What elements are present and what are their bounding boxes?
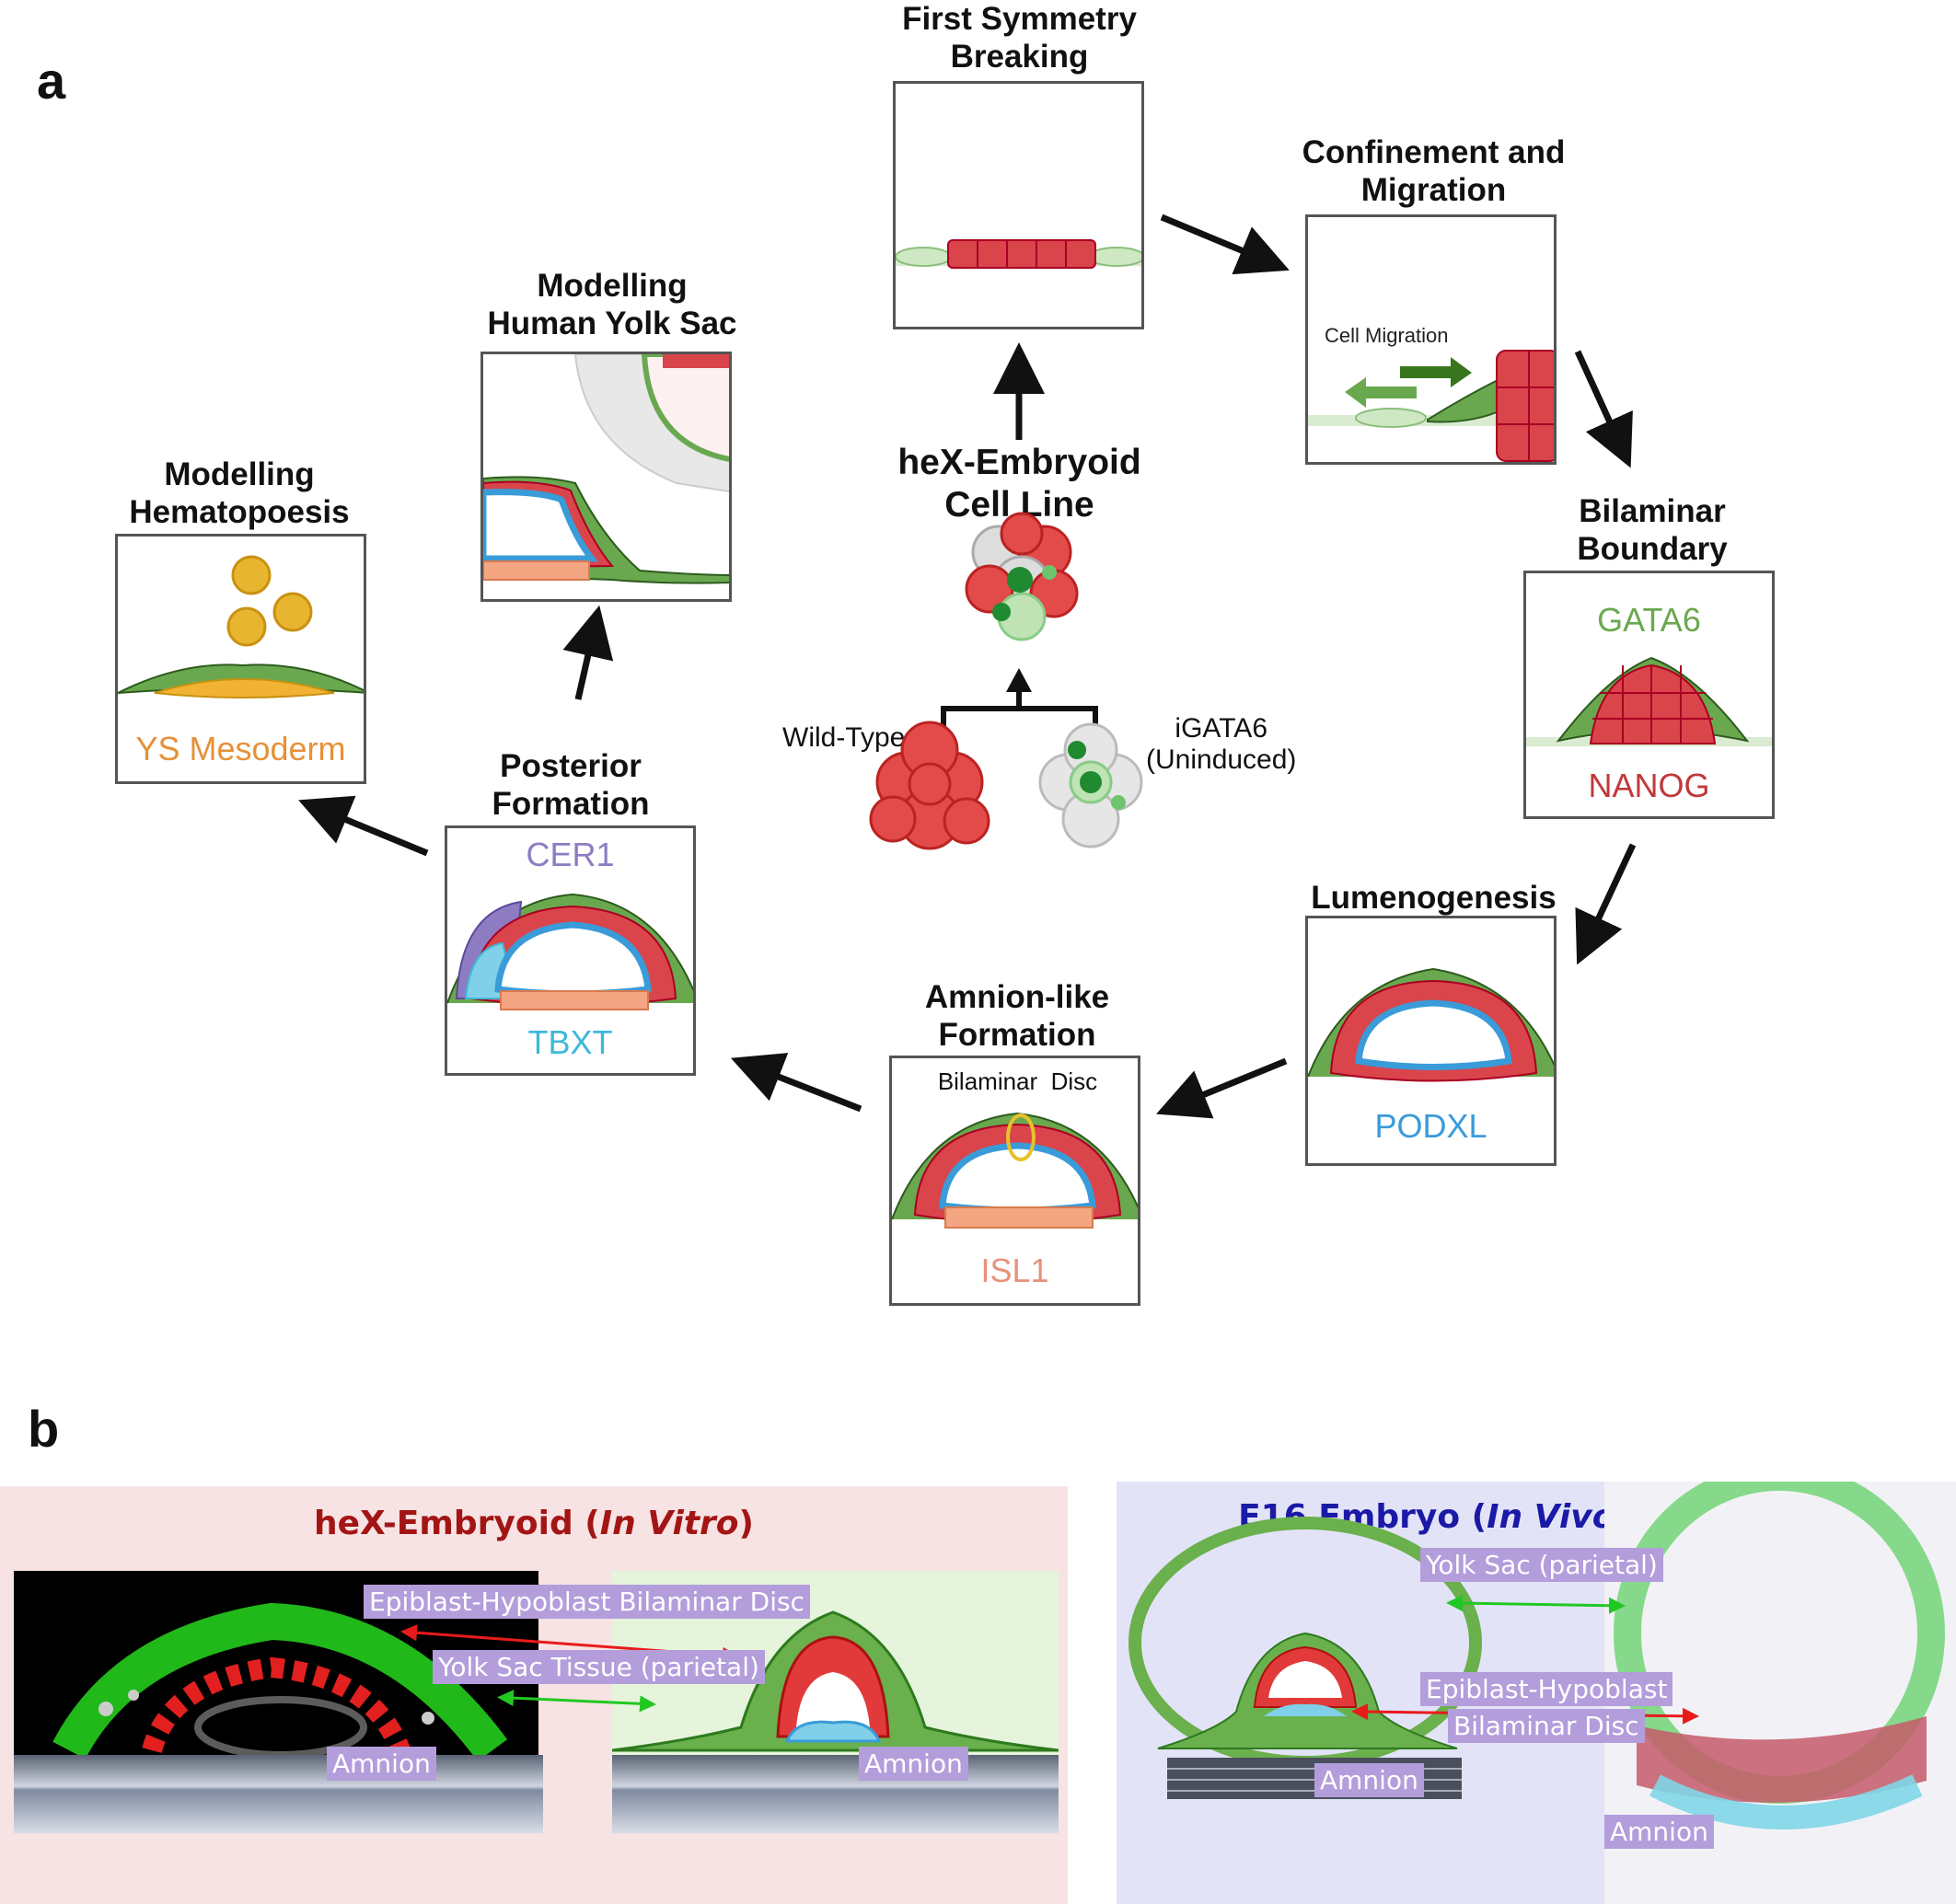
- arrow-amnion-to-posterior: [730, 1053, 862, 1113]
- in-vivo-panel: E16 Embryo (In Vivo): [1117, 1482, 1956, 1904]
- cell-line-title: heX-Embryoid Cell Line: [897, 443, 1141, 525]
- wild-type-cluster: [869, 721, 990, 850]
- amnion-label-left-2: Amnion: [859, 1747, 968, 1781]
- cell-clusters: [869, 512, 1143, 850]
- in-vitro-panel: heX-Embryoid (In Vitro): [0, 1486, 1068, 1904]
- cell-migration-label: Cell Migration: [1325, 324, 1449, 347]
- amnion-illustration: [892, 1112, 1138, 1229]
- podxl-marker: PODXL: [1374, 1107, 1487, 1145]
- culture-substrate-left: [14, 1755, 543, 1833]
- arrow-posterior-to-hemato: [298, 795, 429, 857]
- lumenogenesis-illustration: [1308, 967, 1554, 1082]
- nanog-marker: NANOG: [1588, 767, 1710, 804]
- amnion-title: Amnion-like Formation: [924, 979, 1110, 1053]
- yolk-sac-tissue-label: Yolk Sac Tissue (parietal): [433, 1650, 765, 1684]
- amnion-label-left-1: Amnion: [327, 1747, 436, 1781]
- igata6-cluster: [1038, 722, 1143, 848]
- igata6-label: iGATA6 (Uninduced): [1146, 713, 1297, 775]
- tbxt-marker: TBXT: [527, 1023, 613, 1061]
- in-vitro-title: heX-Embryoid (In Vitro): [0, 1505, 1068, 1542]
- embryoid-cluster: [965, 512, 1079, 641]
- yolk-sac-illustration: [483, 354, 729, 584]
- hematopoesis-title: Modelling Hematopoesis: [129, 456, 350, 530]
- arrow-confinement-to-bilaminar: [1574, 350, 1633, 468]
- in-vivo-title-italic: In Vivo: [1487, 1498, 1615, 1536]
- gata6-marker: GATA6: [1597, 601, 1701, 639]
- first-symmetry-box: [893, 81, 1144, 329]
- in-vitro-title-main: heX-Embryoid (: [313, 1505, 600, 1542]
- first-symmetry-illustration: [896, 239, 1141, 269]
- posterior-title: Posterior Formation: [492, 748, 650, 822]
- confinement-illustration: [1308, 350, 1554, 462]
- in-vitro-title-italic: In Vitro: [599, 1505, 739, 1542]
- bilaminar-title: Bilaminar Boundary: [1577, 493, 1728, 567]
- amnion-box: Bilaminar Disc ISL1: [889, 1056, 1140, 1306]
- arrow-first-to-confinement: [1160, 213, 1290, 275]
- amnion-label-right-2: Amnion: [1604, 1815, 1714, 1849]
- bilaminar-disc-label-left: Epiblast-Hypoblast Bilaminar Disc: [364, 1585, 810, 1619]
- hematopoesis-illustration: [118, 555, 364, 698]
- first-symmetry-title: First Symmetry Breaking: [902, 1, 1137, 75]
- bilaminar-disc-marker: Bilaminar Disc: [937, 1067, 1098, 1095]
- yolk-sac-parietal-label: Yolk Sac (parietal): [1420, 1548, 1663, 1582]
- posterior-illustration: [447, 893, 693, 1010]
- cer1-marker: CER1: [526, 836, 615, 873]
- yolk-sac-box: [480, 352, 732, 602]
- amnion-label-right-1: Amnion: [1314, 1763, 1424, 1797]
- bracket-arrowhead: [1006, 668, 1032, 692]
- wild-type-label: Wild-Type: [782, 722, 906, 753]
- lumenogenesis-box: PODXL: [1305, 916, 1557, 1166]
- epiblast-hypoblast-label: Epiblast-Hypoblast: [1420, 1672, 1673, 1706]
- arrow-bilaminar-to-lumen: [1575, 843, 1637, 965]
- lumenogenesis-title: Lumenogenesis: [1311, 880, 1557, 916]
- confinement-box: Cell Migration: [1305, 214, 1557, 465]
- bilaminar-disc-label-right: Bilaminar Disc: [1448, 1709, 1645, 1743]
- culture-substrate-right: [612, 1755, 1059, 1833]
- arrow-lumen-to-amnion: [1156, 1057, 1288, 1119]
- microscopy-image: [14, 1571, 538, 1755]
- posterior-box: CER1 TBXT: [445, 825, 696, 1076]
- yolk-sac-title: Modelling Human Yolk Sac: [487, 268, 737, 341]
- panel-b-label: b: [28, 1400, 60, 1458]
- in-vitro-title-end: ): [738, 1505, 754, 1542]
- in-vitro-schematic-illustration: [612, 1610, 1059, 1752]
- confinement-title: Confinement and Migration: [1302, 134, 1566, 208]
- in-vitro-arrows: [400, 1624, 739, 1713]
- isl1-marker: ISL1: [980, 1252, 1049, 1289]
- hematopoesis-box: YS Mesoderm: [115, 534, 366, 784]
- bilaminar-illustration: [1526, 656, 1772, 746]
- microscopy-illustration: [52, 1602, 508, 1755]
- ys-mesoderm-marker: YS Mesoderm: [135, 730, 346, 767]
- bilaminar-box: GATA6 NANOG: [1523, 571, 1775, 819]
- panel-a-label: a: [37, 52, 66, 110]
- arrow-posterior-to-yolk: [562, 605, 614, 700]
